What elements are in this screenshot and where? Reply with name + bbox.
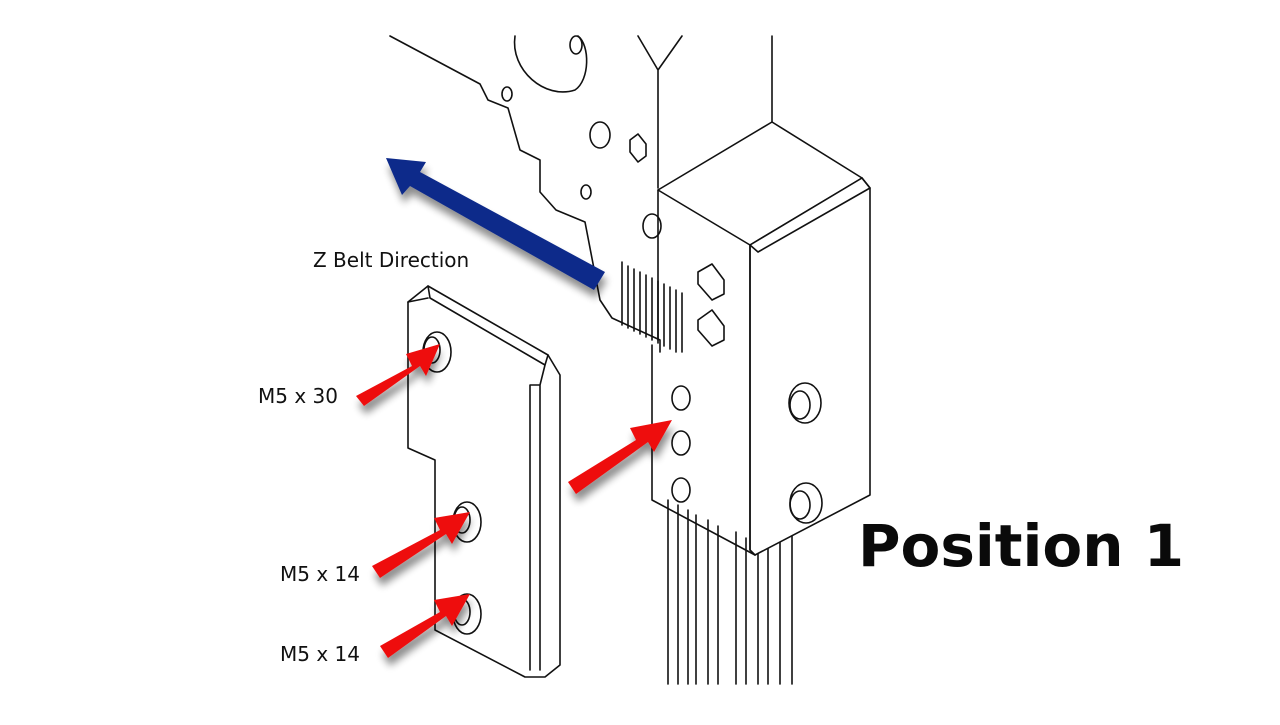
back-plate (389, 35, 773, 353)
screw-arrows (356, 344, 672, 658)
screw-label-bottom: M5 x 14 (280, 642, 360, 666)
position-title: Position 1 (858, 512, 1185, 580)
belt-direction-label: Z Belt Direction (313, 248, 470, 272)
belt-direction-arrow (386, 158, 605, 290)
screw-arrow-top (356, 344, 440, 406)
screw-arrow-bottom (380, 594, 470, 658)
extrusion-rails (667, 499, 793, 685)
screw-label-middle: M5 x 14 (280, 562, 360, 586)
spacer-plate (407, 285, 561, 678)
screw-arrow-middle (372, 512, 470, 578)
screw-label-top: M5 x 30 (258, 384, 338, 408)
carriage-block (621, 121, 871, 556)
screw-arrow-carriage (568, 420, 672, 494)
